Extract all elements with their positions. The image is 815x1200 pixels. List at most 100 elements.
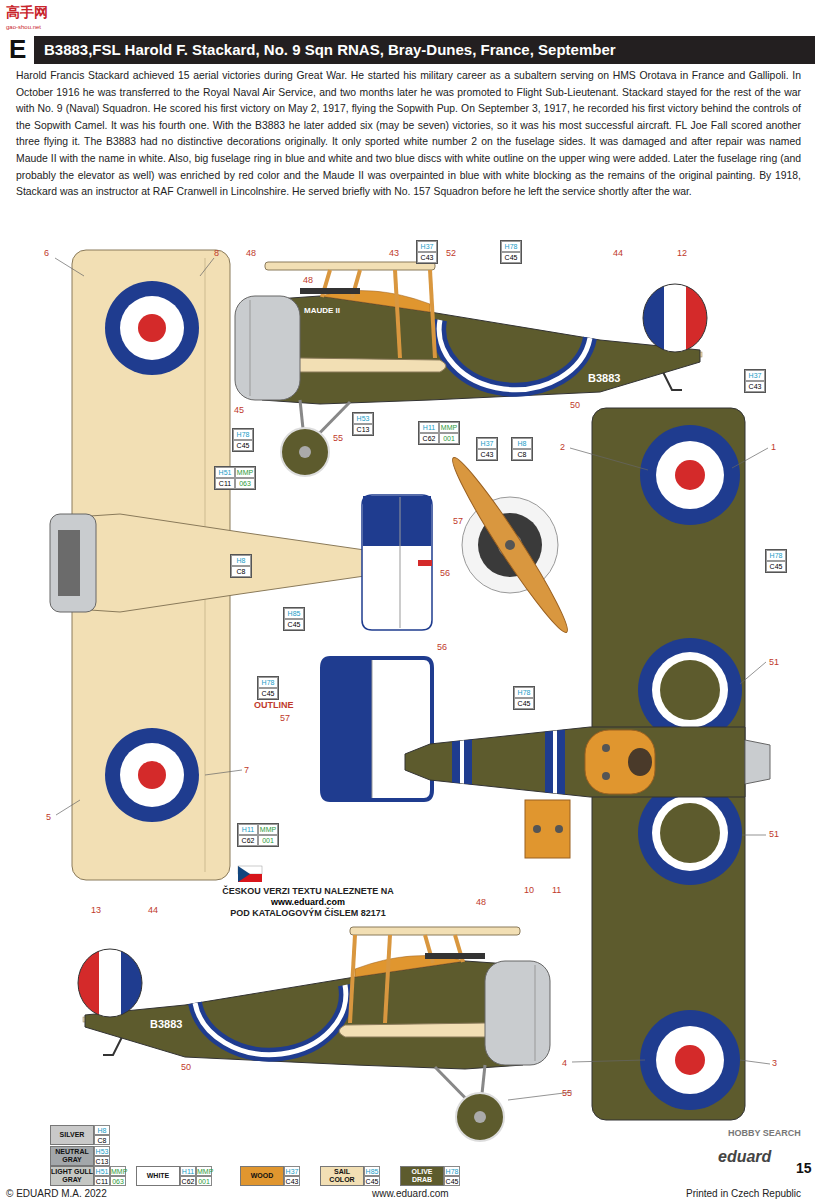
legend-text: WOOD <box>251 1172 274 1180</box>
color-code-box: H78C45 <box>500 240 522 264</box>
underside-plan-view-part <box>120 743 184 807</box>
leader-lines-part <box>56 800 80 815</box>
color-code: C8 <box>94 1135 110 1145</box>
leader-lines-part <box>55 258 84 276</box>
color-code: MMP <box>110 1166 126 1176</box>
propeller-art <box>444 452 576 638</box>
color-code: H37 <box>477 438 497 449</box>
callout-number: 2 <box>560 442 565 452</box>
serial-number: B3883 <box>150 1018 182 1030</box>
callout-number: 10 <box>524 885 534 895</box>
side-view-left <box>235 262 708 476</box>
underside-plan-view-part <box>363 496 431 546</box>
color-code: H78 <box>444 1166 460 1176</box>
color-code: H11 <box>180 1166 196 1176</box>
section-letter: E <box>9 34 26 64</box>
watermark: 高手网 <box>6 4 48 20</box>
czech-note: www.eduard.com <box>271 897 345 907</box>
top-plan-view-part <box>660 660 720 720</box>
color-code: 001 <box>258 835 278 846</box>
top-plan-view-part-part <box>545 720 553 804</box>
color-code: C62 <box>180 1176 196 1186</box>
top-plan-view-part <box>452 720 565 804</box>
color-code: MMP <box>235 467 255 478</box>
underside-plan-view-part <box>120 296 184 360</box>
top-plan-view-part <box>602 744 610 752</box>
color-code-box: H78C45 <box>513 686 535 710</box>
leader-lines-part <box>742 835 766 836</box>
top-plan-view-part <box>324 660 372 798</box>
title-text: B3883,FSL Harold F. Stackard, No. 9 Sqn … <box>44 41 616 59</box>
callout-number: 44 <box>148 905 158 915</box>
propeller-art-part <box>444 452 576 638</box>
color-code: C11 <box>215 478 235 489</box>
czech-note: POD KATALOGOVÝM ČÍSLEM 82171 <box>230 908 386 918</box>
color-code: C43 <box>284 1176 300 1186</box>
top-plan-view-part <box>638 638 742 742</box>
callout-number: 48 <box>303 275 313 285</box>
color-code-box: H78C45 <box>232 428 254 452</box>
color-code: H37 <box>284 1166 300 1176</box>
top-plan-view-part <box>322 658 432 800</box>
color-code: C45 <box>501 252 521 263</box>
color-code: C45 <box>514 698 534 709</box>
color-code: H8 <box>94 1125 110 1135</box>
top-plan-view-part <box>675 460 705 490</box>
color-code-box: H11MMPC62001 <box>237 823 279 847</box>
color-swatch: SILVER <box>50 1125 94 1145</box>
top-plan-view-part <box>555 825 563 833</box>
color-code-box: H11MMPC62001 <box>418 421 460 445</box>
callout-number: 12 <box>677 248 687 258</box>
leader-lines <box>55 258 770 1100</box>
callout-number: 6 <box>44 248 49 258</box>
callout-number: 50 <box>570 400 580 410</box>
callout-number: 8 <box>214 248 219 258</box>
callout-number: 11 <box>552 885 561 895</box>
top-plan-view-part <box>656 441 724 509</box>
color-code: C45 <box>258 688 278 699</box>
legend-text: SILVER <box>60 1131 85 1139</box>
color-code: 063 <box>110 1176 126 1186</box>
footer-text: Printed in Czech Republic <box>686 1188 801 1200</box>
top-plan-view-part <box>660 803 720 863</box>
top-plan-view-part <box>656 1026 724 1094</box>
color-code-box: H85C45 <box>283 607 305 631</box>
callout-number: 51 <box>769 829 779 839</box>
top-plan-view-part <box>652 652 728 728</box>
watermark: HOBBY SEARCH <box>728 1128 801 1138</box>
color-code: MMP <box>439 422 459 433</box>
color-code: C45 <box>233 440 253 451</box>
color-swatch: WOOD <box>240 1166 284 1186</box>
serial-number: B3883 <box>588 372 620 384</box>
legend-text: WHITE <box>147 1172 170 1180</box>
color-code-box: H78C45 <box>257 676 279 700</box>
legend-text: SAIL COLOR <box>321 1168 363 1184</box>
color-swatch: OLIVE DRAB <box>400 1166 444 1186</box>
underside-plan-view-part <box>138 314 166 342</box>
callout-number: 56 <box>440 568 450 578</box>
color-swatch: WHITE <box>136 1166 180 1186</box>
description-text: Harold Francis Stackard achieved 15 aeri… <box>16 68 801 201</box>
top-plan-view-part <box>533 825 541 833</box>
color-code: C13 <box>94 1156 110 1166</box>
color-code-box: H37C43 <box>476 437 498 461</box>
callout-number: 44 <box>613 248 623 258</box>
color-code: H8 <box>231 555 251 566</box>
outline-note: OUTLINE <box>254 700 294 710</box>
color-code-box: H37C43 <box>416 240 438 264</box>
color-code: C43 <box>745 381 765 392</box>
color-code-box: H8C8 <box>230 554 252 578</box>
color-code: C13 <box>353 424 373 435</box>
czech-note: ČESKOU VERZI TEXTU NALEZNETE NA <box>222 886 394 896</box>
color-code: C45 <box>444 1176 460 1186</box>
top-plan-view-part <box>640 425 740 525</box>
leader-lines-part <box>200 258 214 276</box>
color-code: C11 <box>94 1176 110 1186</box>
color-code: C8 <box>512 449 532 460</box>
callout-number: 5 <box>46 812 51 822</box>
callout-number: 56 <box>437 642 447 652</box>
color-code-box: H37C43 <box>744 369 766 393</box>
leader-lines-part <box>572 1060 645 1062</box>
callout-number: 7 <box>244 765 249 775</box>
callout-number: 3 <box>772 1058 777 1068</box>
